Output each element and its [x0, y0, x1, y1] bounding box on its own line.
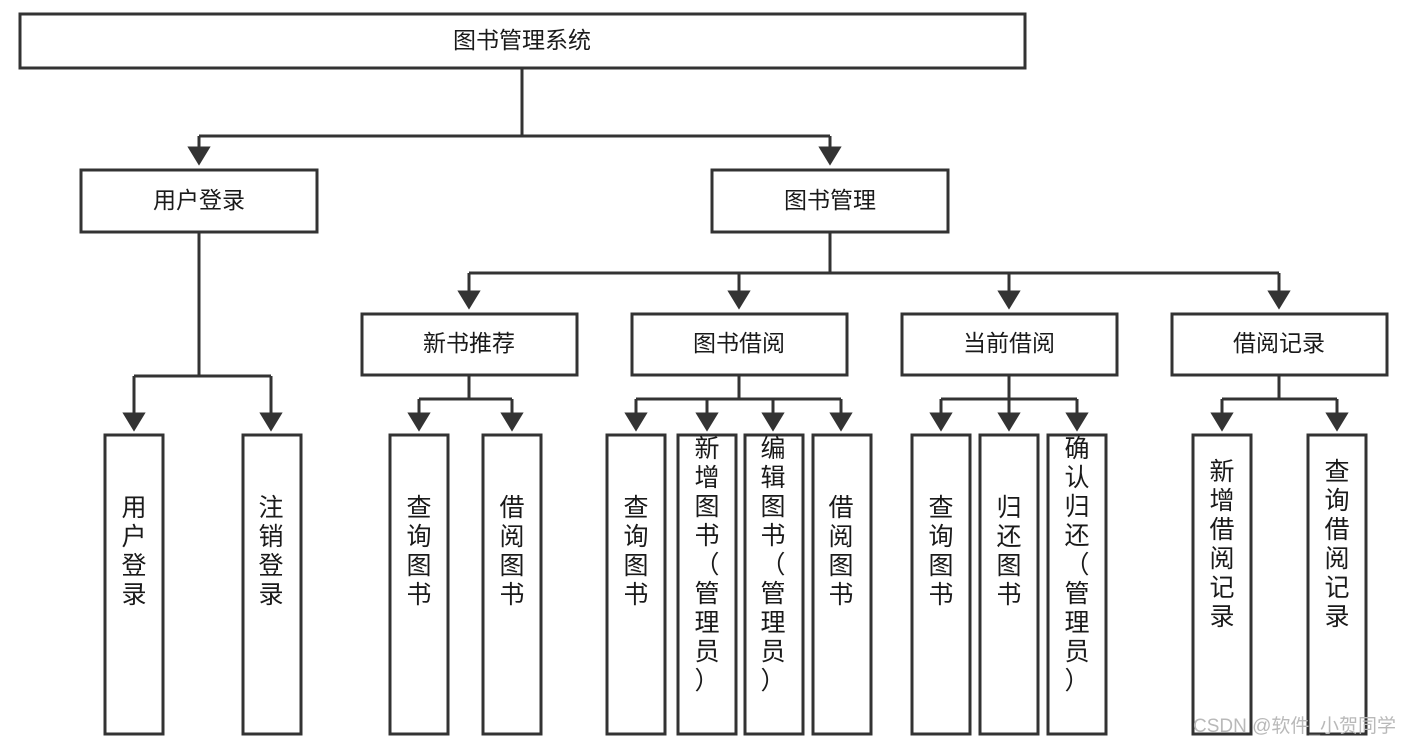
leaf-book-borrow-borrow-book-label: 借阅图书	[828, 494, 853, 609]
node-root-book-management-system[interactable]: 图书管理系统	[18, 12, 1027, 70]
node-book-management-label: 图书管理	[784, 187, 876, 213]
leaf-new-book-borrow-book[interactable]: 借阅图书	[481, 433, 543, 736]
leaf-book-borrow-query-book[interactable]: 查询图书	[605, 433, 667, 736]
leaf-borrow-record-query-record-label: 查询借阅记录	[1324, 458, 1349, 631]
leaf-book-borrow-edit-book[interactable]: 编辑图书（管理员）	[743, 433, 805, 736]
connector-newbook-to-leaves	[407, 375, 524, 432]
node-current-borrow[interactable]: 当前借阅	[900, 312, 1119, 377]
leaf-book-borrow-edit-book-label: 编辑图书（管理员）	[760, 435, 785, 695]
leaf-current-borrow-confirm-return-label: 确认归还（管理员）	[1064, 435, 1089, 695]
leaf-new-book-query-book-label: 查询图书	[406, 494, 431, 609]
leaf-book-borrow-borrow-book[interactable]: 借阅图书	[811, 433, 873, 736]
leaf-current-borrow-return-book[interactable]: 归还图书	[978, 433, 1040, 736]
connector-bookborrow-to-leaves	[624, 375, 853, 432]
node-book-borrow[interactable]: 图书借阅	[630, 312, 849, 377]
node-user-login[interactable]: 用户登录	[79, 168, 319, 234]
leaf-new-book-borrow-book-label: 借阅图书	[499, 494, 524, 609]
node-new-book-recommend-label: 新书推荐	[423, 330, 515, 356]
connector-userlogin-to-leaves	[122, 232, 283, 432]
leaf-book-borrow-add-book[interactable]: 新增图书（管理员）	[676, 433, 738, 736]
node-borrow-record[interactable]: 借阅记录	[1170, 312, 1389, 377]
leaf-current-borrow-query-book-label: 查询图书	[928, 494, 953, 609]
leaf-book-borrow-query-book-label: 查询图书	[623, 494, 648, 609]
csdn-watermark: CSDN @软件_小贺同学	[1193, 715, 1396, 737]
leaf-borrow-record-query-record[interactable]: 查询借阅记录	[1306, 433, 1368, 736]
node-root-label: 图书管理系统	[453, 27, 591, 53]
node-user-login-label: 用户登录	[153, 187, 245, 213]
connector-root-to-level2	[187, 68, 842, 166]
node-borrow-record-label: 借阅记录	[1233, 330, 1325, 356]
node-book-borrow-label: 图书借阅	[693, 330, 785, 356]
leaf-new-book-query-book[interactable]: 查询图书	[388, 433, 450, 736]
leaf-current-borrow-return-book-label: 归还图书	[996, 494, 1021, 609]
leaf-current-borrow-query-book[interactable]: 查询图书	[910, 433, 972, 736]
leaf-borrow-record-add-record[interactable]: 新增借阅记录	[1191, 433, 1253, 736]
connector-borrowrecord-to-leaves	[1210, 375, 1349, 432]
leaf-borrow-record-add-record-label: 新增借阅记录	[1209, 458, 1234, 631]
node-new-book-recommend[interactable]: 新书推荐	[360, 312, 579, 377]
leaf-user-login-login-label: 用户登录	[121, 494, 146, 609]
connector-currentborrow-to-leaves	[929, 375, 1089, 432]
leaf-book-borrow-add-book-label: 新增图书（管理员）	[694, 435, 719, 695]
leaf-user-login-logout-label: 注销登录	[258, 494, 283, 609]
leaf-user-login-login[interactable]: 用户登录	[103, 433, 165, 736]
leaf-current-borrow-confirm-return[interactable]: 确认归还（管理员）	[1046, 433, 1108, 736]
node-book-management[interactable]: 图书管理	[710, 168, 950, 234]
node-current-borrow-label: 当前借阅	[963, 330, 1055, 356]
leaf-user-login-logout[interactable]: 注销登录	[241, 433, 303, 736]
connector-bookmgmt-to-level3	[457, 232, 1291, 310]
